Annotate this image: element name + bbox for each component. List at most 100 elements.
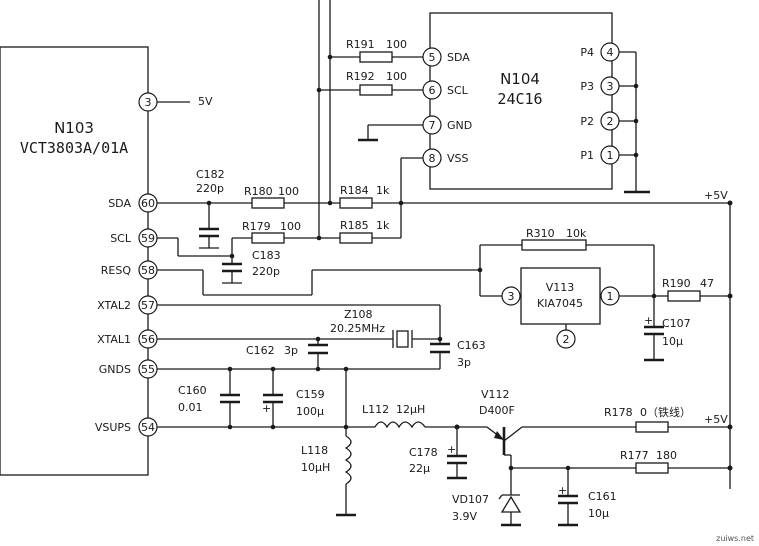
- n104-pin-7-name: GND: [447, 119, 472, 132]
- c183-label: C183: [252, 249, 281, 262]
- c161-value: 10μ: [588, 507, 609, 520]
- v112-value: D400F: [479, 404, 515, 417]
- r310-label: R310: [526, 227, 555, 240]
- n104-pin-5-num: 5: [429, 51, 436, 64]
- capacitor-c182: C182 220p: [196, 168, 225, 249]
- i2c-bus-wires: [316, 0, 423, 238]
- n103-pin-60-num: 60: [141, 197, 155, 210]
- l118-label: L118: [301, 444, 328, 457]
- r192-label: R192: [346, 70, 375, 83]
- n104-pin-4-name: P4: [580, 46, 594, 59]
- c107-plus-icon: +: [644, 314, 653, 327]
- ic-n103-part: VCT3803A/01A: [20, 139, 128, 157]
- n104-pin-3-name: P3: [580, 80, 594, 93]
- n104-pin-4-num: 4: [607, 46, 614, 59]
- capacitor-c183: C183 220p: [222, 249, 281, 284]
- z108-value: 20.25MHz: [330, 322, 385, 335]
- v113-pin-2: [556, 329, 576, 349]
- ic-n104-body: [429, 12, 613, 190]
- l112-value: 12μH: [396, 403, 425, 416]
- c178-label: C178: [409, 446, 438, 459]
- n104-pin-1-name: P1: [580, 149, 594, 162]
- n104-pin-6-name: SCL: [447, 84, 469, 97]
- n104-pin-2-name: P2: [580, 115, 594, 128]
- c159-value: 100μ: [296, 405, 324, 418]
- c159-plus-icon: +: [262, 402, 271, 415]
- ic-v113-part: KIA7045: [537, 297, 583, 310]
- z108-label: Z108: [344, 308, 373, 321]
- n103-pin-56-num: 56: [141, 333, 155, 346]
- n104-pin-6-num: 6: [429, 84, 436, 97]
- c163-label: C163: [457, 339, 486, 352]
- n103-pin-55-num: 55: [141, 363, 155, 376]
- c160-label: C160: [178, 384, 207, 397]
- c161-label: C161: [588, 490, 617, 503]
- r180-value: 100: [278, 185, 299, 198]
- sda-line: +5V: [157, 189, 733, 206]
- v113-pin-1-num: 1: [607, 290, 614, 303]
- n104-pin-8-name: VSS: [447, 152, 469, 165]
- zener-vd107: VD107 3.9V: [452, 468, 522, 527]
- resq-line: [157, 203, 733, 489]
- n104-pin-5-name: SDA: [447, 51, 470, 64]
- l112-label: L112: [362, 403, 389, 416]
- n103-pin-58-name: RESQ: [101, 264, 132, 277]
- n104-address-pins-ground: [619, 51, 650, 194]
- r185-label: R185: [340, 219, 369, 232]
- n103-pin-60-name: SDA: [108, 197, 131, 210]
- c162-label: C162: [246, 344, 275, 357]
- c178-value: 22μ: [409, 462, 430, 475]
- r178-value: 0（铁线）: [640, 405, 691, 419]
- r184-value: 1k: [376, 184, 390, 197]
- r190-label: R190: [662, 277, 691, 290]
- n104-pin-1-num: 1: [607, 149, 614, 162]
- r177-label: R177: [620, 449, 649, 462]
- n104-pin-3-num: 3: [607, 80, 614, 93]
- gnds-line: [157, 366, 440, 427]
- ic-n104-ref: N104: [500, 70, 540, 88]
- resistor-r180: R180 100: [244, 185, 299, 209]
- n103-pin-3-num: 3: [145, 96, 152, 109]
- xtal-wiring: [157, 304, 443, 344]
- c107-value: 10μ: [662, 335, 683, 348]
- ic-n103-ref: N103: [54, 119, 94, 137]
- v112-label: V112: [481, 388, 510, 401]
- resistor-r179: R179 100: [242, 220, 301, 244]
- ic-v113-body: [520, 267, 601, 325]
- ic-n104: N104 24C16 5 SDA 6 SCL 7 GND 8 VSS 4 P4 …: [422, 12, 650, 194]
- c183-value: 220p: [252, 265, 280, 278]
- r178-label: R178: [604, 406, 633, 419]
- c159-label: C159: [296, 388, 325, 401]
- n103-pin-55-name: GNDS: [99, 363, 131, 376]
- resistor-r185: R185 1k: [339, 219, 390, 244]
- c161-plus-icon: +: [558, 484, 567, 497]
- capacitor-c159: + C159 100μ: [262, 369, 325, 427]
- capacitor-c178: + C178 22μ: [409, 427, 467, 480]
- resistor-r310: R310 10k: [521, 227, 587, 251]
- base-line: [508, 465, 733, 471]
- r192-value: 100: [386, 70, 407, 83]
- capacitor-c162: C162 3p: [246, 339, 328, 369]
- v113-pin-3-num: 3: [508, 290, 515, 303]
- r179-label: R179: [242, 220, 271, 233]
- n103-pin-54-num: 54: [141, 421, 155, 434]
- resistor-r190: R190 47: [662, 277, 714, 302]
- resistor-r178: R178 0（铁线）: [604, 405, 691, 433]
- n103-pin-57-name: XTAL2: [97, 299, 131, 312]
- c178-plus-icon: +: [447, 443, 456, 456]
- capacitor-c161: + C161 10μ: [558, 468, 617, 527]
- c160-value: 0.01: [178, 401, 203, 414]
- n103-pin-54-name: VSUPS: [95, 421, 131, 434]
- c182-value: 220p: [196, 182, 224, 195]
- vsups-line: [157, 424, 487, 430]
- n103-pin-57-num: 57: [141, 299, 155, 312]
- scl-line: [157, 235, 401, 259]
- c162-value: 3p: [284, 344, 298, 357]
- n103-pin-59-num: 59: [141, 232, 155, 245]
- resistor-r192: R192 100: [346, 70, 407, 96]
- n103-pin-56-name: XTAL1: [97, 333, 131, 346]
- inductor-l112: L112 12μH: [362, 403, 426, 429]
- l118-value: 10μH: [301, 461, 330, 474]
- c107-label: C107: [662, 317, 691, 330]
